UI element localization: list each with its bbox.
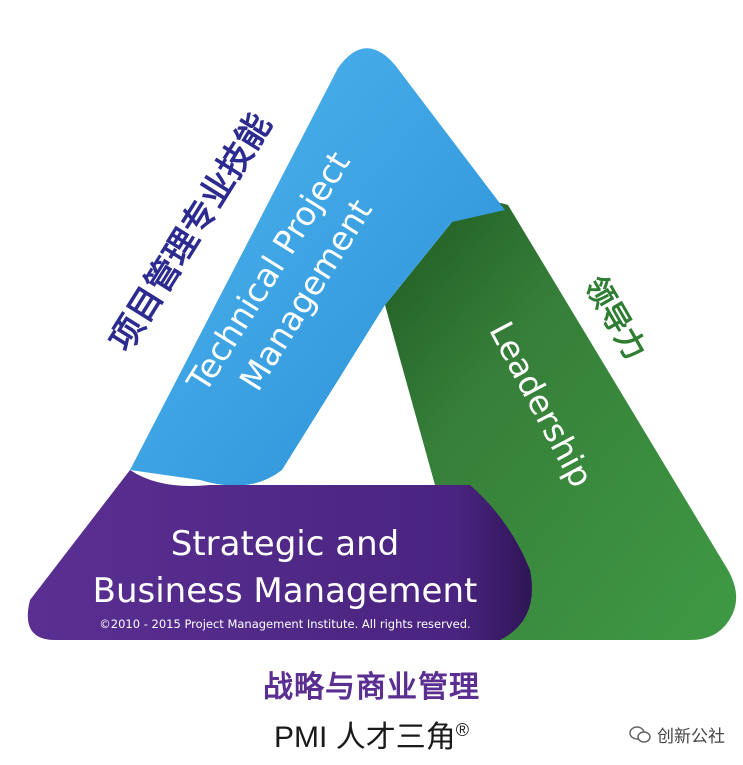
- strategic-label-line1: Strategic and: [171, 524, 399, 564]
- strategic-label-line2: Business Management: [93, 571, 478, 611]
- copyright-text: ©2010 - 2015 Project Management Institut…: [99, 617, 470, 631]
- watermark-text: 创新公社: [657, 727, 725, 747]
- technical-band: [130, 48, 505, 486]
- watermark: 创新公社: [629, 722, 725, 747]
- strategic-band: [27, 470, 533, 640]
- registered-mark: ®: [455, 720, 469, 740]
- footer-title: PMI 人才三角®: [0, 712, 743, 756]
- wechat-icon: [629, 725, 651, 744]
- footer-title-text: PMI 人才三角: [274, 721, 456, 754]
- cn-strategic-label: 战略与商业管理: [263, 670, 480, 705]
